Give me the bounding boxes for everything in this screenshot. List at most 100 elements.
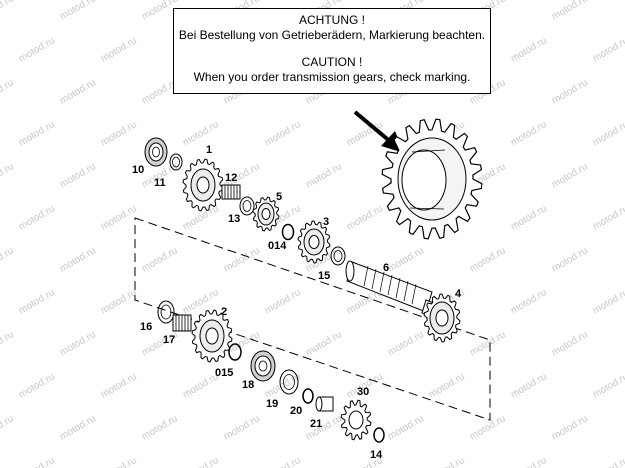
watermark-text: motod.ru bbox=[17, 455, 57, 468]
watermark-text: motod.ru bbox=[468, 329, 508, 358]
washer-19 bbox=[279, 369, 299, 395]
part-label-6: 6 bbox=[383, 262, 389, 274]
watermark-text: motod.ru bbox=[140, 245, 180, 274]
watermark-text: motod.ru bbox=[0, 161, 16, 190]
gear-2 bbox=[191, 309, 233, 363]
washer-13 bbox=[239, 196, 255, 216]
part-label-14: 14 bbox=[370, 449, 383, 461]
part-label-30: 30 bbox=[357, 386, 369, 398]
watermark-text: motod.ru bbox=[99, 35, 139, 64]
needle-bearing-12 bbox=[221, 184, 241, 200]
watermark-text: motod.ru bbox=[99, 455, 139, 468]
sprocket-30 bbox=[340, 399, 372, 441]
watermark-text: motod.ru bbox=[427, 455, 467, 468]
watermark-text: motod.ru bbox=[386, 245, 426, 274]
watermark-text: motod.ru bbox=[140, 413, 180, 442]
watermark-text: motod.ru bbox=[99, 203, 139, 232]
watermark-text: motod.ru bbox=[550, 161, 590, 190]
watermark-text: motod.ru bbox=[17, 371, 57, 400]
washer-11 bbox=[169, 153, 183, 171]
part-label-21: 21 bbox=[310, 418, 322, 430]
part-label-17: 17 bbox=[163, 334, 175, 346]
notice-de-text: Bei Bestellung von Getrieberädern, Marki… bbox=[178, 28, 486, 42]
circlip-014 bbox=[281, 223, 295, 241]
watermark-text: motod.ru bbox=[468, 413, 508, 442]
watermark-text: motod.ru bbox=[550, 245, 590, 274]
part-label-16: 16 bbox=[140, 321, 152, 333]
part-label-20: 20 bbox=[290, 405, 302, 417]
shaft-assembly-outline bbox=[134, 217, 491, 421]
part-label-5: 5 bbox=[276, 191, 282, 203]
watermark-text: motod.ru bbox=[386, 329, 426, 358]
watermark-text: motod.ru bbox=[550, 413, 590, 442]
watermark-text: motod.ru bbox=[0, 77, 16, 106]
watermark-text: motod.ru bbox=[263, 455, 303, 468]
watermark-text: motod.ru bbox=[99, 119, 139, 148]
watermark-text: motod.ru bbox=[17, 287, 57, 316]
watermark-text: motod.ru bbox=[468, 245, 508, 274]
watermark-text: motod.ru bbox=[509, 371, 549, 400]
watermark-text: motod.ru bbox=[591, 203, 625, 232]
watermark-text: motod.ru bbox=[386, 413, 426, 442]
notice-en-text: When you order transmission gears, check… bbox=[193, 70, 471, 84]
watermark-text: motod.ru bbox=[222, 413, 262, 442]
watermark-text: motod.ru bbox=[0, 245, 16, 274]
washer-16 bbox=[157, 300, 175, 324]
watermark-text: motod.ru bbox=[58, 77, 98, 106]
watermark-text: motod.ru bbox=[263, 119, 303, 148]
watermark-text: motod.ru bbox=[17, 35, 57, 64]
watermark-text: motod.ru bbox=[345, 203, 385, 232]
detail-gear bbox=[381, 118, 483, 240]
part-label-4: 4 bbox=[455, 288, 462, 300]
watermark-text: motod.ru bbox=[58, 0, 98, 23]
washer-015 bbox=[228, 343, 242, 361]
washer-15 bbox=[330, 246, 346, 266]
bearing-10 bbox=[144, 137, 168, 167]
watermark-text: motod.ru bbox=[550, 77, 590, 106]
watermark-text: motod.ru bbox=[550, 329, 590, 358]
circlip-14 bbox=[373, 427, 385, 443]
watermark-text: motod.ru bbox=[181, 119, 221, 148]
watermark-text: motod.ru bbox=[509, 35, 549, 64]
watermark-text: motod.ru bbox=[591, 455, 625, 468]
watermark-text: motod.ru bbox=[304, 329, 344, 358]
part-label-015: 015 bbox=[215, 367, 233, 379]
part-label-12: 12 bbox=[225, 172, 237, 184]
part-label-11: 11 bbox=[154, 177, 166, 189]
watermark-text: motod.ru bbox=[509, 119, 549, 148]
watermark-text: motod.ru bbox=[58, 329, 98, 358]
watermark-text: motod.ru bbox=[0, 0, 16, 23]
watermark-text: motod.ru bbox=[509, 203, 549, 232]
watermark-text: motod.ru bbox=[509, 455, 549, 468]
gear-4 bbox=[423, 293, 461, 343]
watermark-text: motod.ru bbox=[591, 35, 625, 64]
watermark-text: motod.ru bbox=[58, 161, 98, 190]
sleeve-21 bbox=[315, 396, 334, 412]
part-label-1: 1 bbox=[206, 144, 212, 156]
watermark-text: motod.ru bbox=[0, 329, 16, 358]
notice-en-title: CAUTION ! bbox=[301, 55, 363, 69]
watermark-text: motod.ru bbox=[99, 287, 139, 316]
part-label-15: 15 bbox=[318, 270, 330, 282]
part-label-3: 3 bbox=[323, 216, 329, 228]
watermark-text: motod.ru bbox=[591, 287, 625, 316]
watermark-text: motod.ru bbox=[17, 119, 57, 148]
watermark-text: motod.ru bbox=[591, 371, 625, 400]
watermark-text: motod.ru bbox=[304, 161, 344, 190]
watermark-text: motod.ru bbox=[99, 371, 139, 400]
bearing-18 bbox=[250, 350, 276, 382]
notice-de-title: ACHTUNG ! bbox=[299, 13, 365, 27]
part-label-18: 18 bbox=[242, 379, 254, 391]
watermark-text: motod.ru bbox=[550, 0, 590, 23]
gear-5 bbox=[252, 196, 280, 232]
part-label-10: 10 bbox=[132, 164, 144, 176]
part-label-2: 2 bbox=[221, 306, 227, 318]
watermark-text: motod.ru bbox=[58, 245, 98, 274]
watermark-text: motod.ru bbox=[263, 287, 303, 316]
watermark-text: motod.ru bbox=[58, 413, 98, 442]
watermark-text: motod.ru bbox=[0, 413, 16, 442]
watermark-text: motod.ru bbox=[427, 371, 467, 400]
part-label-19: 19 bbox=[266, 398, 278, 410]
circlip-20 bbox=[302, 388, 314, 404]
gear-1 bbox=[182, 158, 224, 212]
